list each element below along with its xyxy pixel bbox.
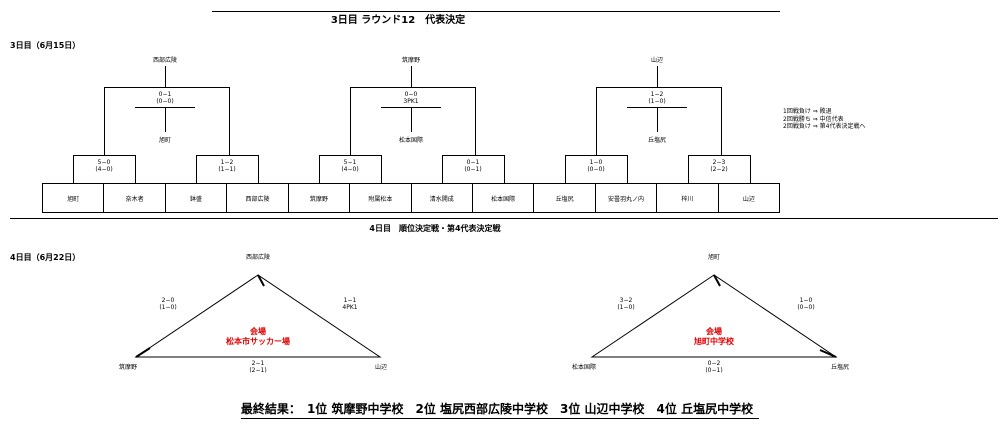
team-cell: 山辺 — [742, 195, 755, 203]
legend-item: 2回戦負け ⇒ 第4代表決定戦へ — [783, 123, 866, 130]
team-cell: 鉢盛 — [166, 184, 228, 212]
final-place: 1位 筑摩野中学校 — [306, 402, 404, 416]
team-cell: 清水開成 — [412, 184, 473, 212]
group-1-right-sub: (1−1) — [218, 166, 236, 173]
group-3-final-sub: (1−0) — [648, 98, 666, 105]
group-2-left-sub: (4−0) — [341, 166, 359, 173]
triangle-1 — [134, 274, 382, 358]
triangle-2 — [590, 274, 838, 358]
triangle-1-bottom-right-team: 山辺 — [374, 364, 388, 371]
triangle-1-bottom-accent — [135, 347, 151, 358]
triangle-1-venue-label: 会場 — [250, 327, 266, 336]
team-cell: 梓川 — [657, 184, 719, 212]
team-cell: 附属松本 — [350, 184, 412, 212]
triangle-1-top-team: 西部広陵 — [245, 254, 271, 261]
final-results-label: 最終結果： — [240, 402, 301, 416]
final-place: 2位 塩尻西部広陵中学校 — [415, 402, 549, 416]
group-1-left-sub: (4−0) — [95, 166, 113, 173]
group-2-left-score: 5−1 — [343, 159, 357, 166]
group-3-final-score: 1−2 — [650, 91, 664, 98]
team-cell: 旭町 — [43, 184, 105, 212]
group-3-right-score: 2−3 — [712, 159, 726, 166]
triangle-2-right-score: 1−0 — [799, 297, 813, 304]
legend-item: 1回戦負け ⇒ 敗退 — [783, 108, 832, 115]
group-3-loser-winner: 丘塩尻 — [647, 137, 667, 144]
day3-date-label: 3日目（6月15日） — [10, 41, 81, 50]
triangle-2-venue-label: 会場 — [706, 327, 722, 336]
triangle-2-right-sub: (0−0) — [797, 304, 815, 311]
group-2-right-sub: (0−1) — [464, 166, 482, 173]
group-1-left-score: 5−0 — [97, 159, 111, 166]
legend-item: 2回戦勝ち ⇒ 中信代表 — [783, 115, 844, 123]
group-1-loser-winner: 旭町 — [158, 137, 172, 144]
section-divider — [10, 218, 998, 219]
team-cell: 安曇羽丸ノ内 — [596, 184, 658, 212]
team-cell: 松本国際 — [473, 184, 535, 212]
triangle-1-bottom-left-team: 筑摩野 — [118, 364, 138, 371]
triangle-1-left-score: 2−0 — [161, 297, 175, 304]
triangle-2-bottom-left-team: 松本国際 — [571, 364, 597, 371]
group-3-left-sub: (0−0) — [587, 166, 605, 173]
group-1-right-score: 1−2 — [220, 159, 234, 166]
triangle-1-right-score: 1−1 — [343, 297, 357, 304]
final-results: 最終結果： 1位 筑摩野中学校 2位 塩尻西部広陵中学校 3位 山辺中学校 4位 丘塩尻… — [240, 400, 760, 419]
final-place: 3位 山辺中学校 — [560, 402, 645, 416]
bracket-legend: 1回戦負け ⇒ 敗退 2回戦勝ち ⇒ 中信代表 2回戦負け ⇒ 第4代表決定戦へ — [783, 108, 865, 131]
final-place: 4位 丘塩尻中学校 — [656, 402, 754, 416]
triangle-1-right-sub: 4PK1 — [342, 304, 358, 311]
triangle-1-bottom-sub: (2−1) — [249, 367, 267, 374]
team-cell: 筑摩野 — [289, 184, 351, 212]
team-cell: 丘塩尻 — [534, 184, 596, 212]
group-2-final-sub: 3PK1 — [403, 98, 419, 105]
triangle-2-left-score: 3−2 — [619, 297, 633, 304]
header-rule — [212, 11, 780, 12]
day4-title: 4日目 順位決定戦・第4代表決定戦 — [369, 224, 501, 233]
triangle-2-accent-1 — [713, 274, 721, 287]
day3-title: 3日目 ラウンド12 代表決定 — [330, 15, 466, 26]
triangle-1-venue: 松本市サッカー場 — [226, 337, 290, 346]
group-3-left-score: 1−0 — [589, 159, 603, 166]
triangle-2-left-sub: (1−0) — [617, 304, 635, 311]
day4-date-label: 4日目（6月22日） — [10, 253, 81, 262]
triangle-2-bottom-sub: (0−1) — [705, 367, 723, 374]
triangle-2-venue: 旭町中学校 — [694, 337, 734, 346]
group-1-winner: 西部広陵 — [152, 57, 178, 64]
team-row: 旭町 奈木者 鉢盛 西部広陵 筑摩野 附属松本 清水開成 松本国際 丘塩尻 安曇… — [42, 183, 780, 213]
triangle-2-top-team: 旭町 — [707, 254, 721, 261]
group-2-loser-winner: 松本国際 — [398, 137, 424, 144]
group-3-right-sub: (2−2) — [710, 166, 728, 173]
team-cell: 西部広陵 — [227, 184, 289, 212]
triangle-1-left-sub: (1−0) — [159, 304, 177, 311]
triangle-1-left-accent — [257, 274, 265, 287]
group-2-final-score: 0−0 — [404, 91, 418, 98]
triangle-2-accent-2 — [819, 349, 837, 358]
group-3-winner: 山辺 — [650, 57, 664, 64]
triangle-1-bottom-score: 2−1 — [251, 360, 265, 367]
group-2-right-score: 0−1 — [466, 159, 480, 166]
group-1-final-sub: (0−0) — [156, 98, 174, 105]
group-1-final-score: 0−1 — [158, 91, 172, 98]
group-2-winner: 筑摩野 — [401, 57, 421, 64]
triangle-2-bottom-right-team: 丘塩尻 — [830, 364, 850, 371]
team-cell: 奈木者 — [104, 184, 166, 212]
triangle-2-bottom-score: 0−2 — [707, 360, 721, 367]
